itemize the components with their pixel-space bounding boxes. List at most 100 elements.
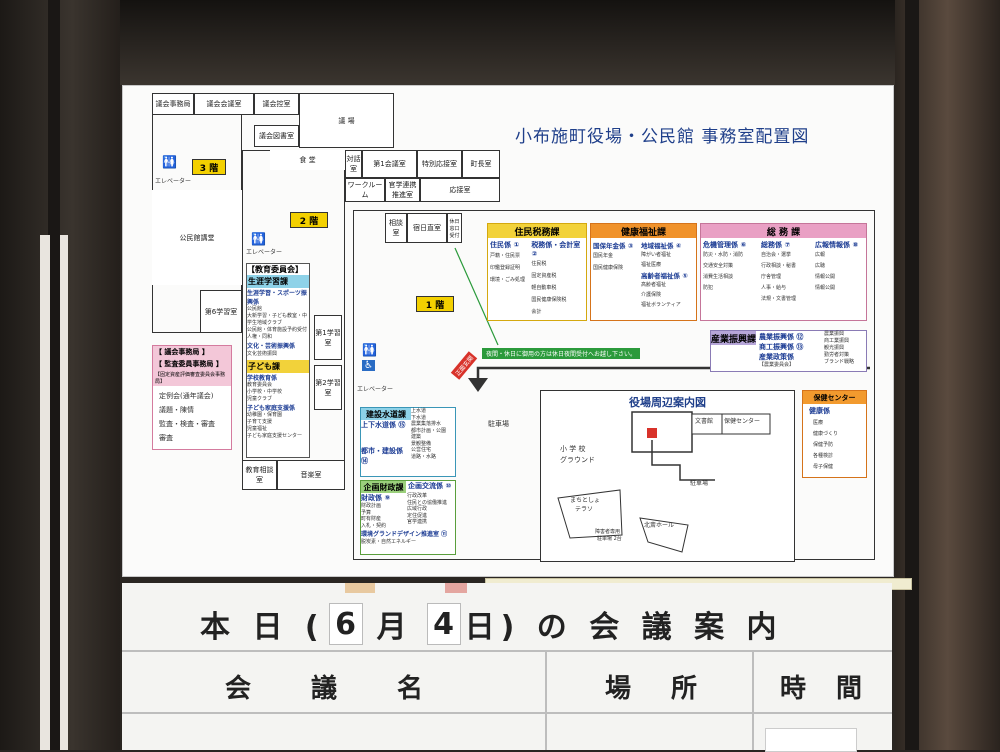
kikaku-head: 企画財政課 — [361, 481, 406, 493]
gakko-kyoiku-sub: 学校教育係 — [247, 375, 278, 382]
room-ongaku: 音楽室 — [277, 460, 345, 490]
dept-jumin-zeimu: 住民税務課 住民係 ① 戸籍・住民票 印鑑登録証明 環境・ごみ処理 税務係・会計… — [487, 223, 587, 321]
shogai-item: 公民館 — [247, 306, 263, 312]
toshi-item: 公営住宅 — [411, 447, 432, 453]
suido-item: 下水道 — [411, 414, 427, 421]
table-col-divider-1 — [545, 650, 547, 750]
kikaku-item: 官学連携 — [407, 519, 428, 525]
shogai-gakushu-sub: 生涯学習・スポーツ振興係 — [247, 290, 307, 306]
elevator-3f: エレベーター — [155, 178, 192, 185]
sangyo-col1: 農業振興係 ⑫ — [759, 333, 804, 341]
sangyo-head: 産業振興課 — [711, 331, 756, 345]
hoken-item: 各種検診 — [813, 453, 834, 459]
koreisha-item: 福祉ボランティア — [641, 302, 681, 308]
kodomo-item: 児童福祉 — [247, 426, 268, 432]
map-label-handicap-parking: 駐車場 2台 — [597, 536, 622, 542]
koreisha-item: 高齢者福祉 — [641, 282, 667, 288]
map-label-parking: 駐車場 — [690, 480, 709, 487]
map-here-marker — [647, 428, 657, 438]
kiki-item: 消費生活相談 — [703, 274, 734, 280]
room-tokubetsu-osetsu: 特別応接室 — [417, 150, 462, 178]
gikai-head2: 【 監査委員事務局 】 — [153, 358, 231, 370]
room-gakushu-1: 第1学習室 — [314, 315, 342, 360]
zeimu-item: 住民税 — [531, 261, 547, 267]
meeting-title-mid: 月 — [376, 610, 413, 645]
col-header-place: 場所 — [605, 674, 738, 704]
map-route — [651, 440, 715, 481]
map-label-ground: グラウンド — [560, 456, 595, 464]
kodomo-item: 子育て支援 — [247, 419, 273, 425]
kodomo-katei-sub: 子ども家庭支援係 — [247, 405, 296, 412]
kikaku-item: 住民との協働推進 — [407, 499, 447, 506]
hoken-item: 健康づくり — [813, 431, 839, 437]
green-arrow — [454, 247, 499, 346]
koho-item: 広報 — [815, 252, 826, 258]
koreisha-item: 介護保険 — [641, 292, 662, 298]
kodomo-head: 子ども課 — [247, 360, 309, 373]
kenko-col2: 地域福祉係 ④ — [641, 242, 682, 250]
kenko-head: 健康福祉課 — [591, 224, 696, 238]
room-kyujitsu-madoguchi: 休日窓口受付 — [447, 213, 462, 243]
kyoiku-iinkai-box: 【教育委員会】 生涯学習課 生涯学習・スポーツ振興係 公民館 大新学習・子ども教… — [246, 263, 310, 458]
floor3-tag: 3 階 — [192, 159, 226, 175]
map-yakuba — [631, 411, 693, 453]
zaisei-item: 予算 — [361, 509, 372, 516]
toshi-item: 道路・水路 — [411, 453, 437, 460]
map-label-bunshokan: 文書館 — [695, 418, 714, 425]
hoken-center-box: 保健センター 健康係 医療 健康づくり 保健予防 各種検診 母子保健 — [802, 390, 867, 478]
zaisei-item: 入札・契約 — [361, 522, 387, 529]
entrance-arrowhead — [468, 378, 488, 392]
gikai-item: 定例会(通年議会) — [159, 392, 214, 400]
restroom-icon: 🚻 — [362, 343, 377, 357]
jumin-col2: 税務係・会計室 ② — [531, 241, 581, 258]
somu-item: 自治会・選挙 — [761, 252, 792, 258]
dept-kenko-fukushi: 健康福祉課 国保年金係 ③ 国民年金 国民健康保険 地域福祉係 ④ 障がい者福祉… — [590, 223, 697, 321]
bunka-geijutsu-sub: 文化・芸術振興係 — [247, 343, 296, 350]
gakko-item: 児童クラブ — [247, 396, 273, 402]
day-card: 4 — [426, 603, 461, 645]
zeimu-item: 国民健康保険税 — [531, 297, 567, 303]
room-kangaku: 官学連携推進室 — [385, 178, 420, 202]
kankyo-item: 脱炭素・自然エネルギー — [361, 539, 417, 545]
meeting-title-pre: 本 日 ( — [200, 610, 325, 645]
room-gakushu-2: 第2学習室 — [314, 365, 342, 410]
kikaku-item: 行政改革 — [407, 493, 428, 499]
kikaku-sec3: 環境グランドデザイン推進室 ⑪ — [361, 531, 448, 538]
somu-item: 行政相談・秘書 — [761, 263, 797, 269]
toshi-item: 建築 — [411, 434, 422, 440]
suido-item: 上水道 — [411, 408, 427, 414]
room-taiwashitsu: 対話室 — [345, 150, 362, 178]
restroom-icon: 🚻 — [162, 155, 177, 169]
clip-left — [345, 583, 375, 593]
room-gijo: 議 場 — [299, 93, 394, 148]
suido-item: 農業集落排水 — [411, 421, 442, 427]
somu-col2: 総務係 ⑦ — [761, 241, 791, 249]
sangyo-item: 商工業振興 — [824, 338, 850, 344]
floor2-tag: 2 階 — [290, 212, 328, 228]
dept-somu: 総 務 課 危機管理係 ⑥ 防災・水防・消防 交通安全対策 消費生活相談 防犯 … — [700, 223, 867, 321]
dept-kensetsu-suido: 建設水道課 上下水道係 ⑮ 都市・建設係 ⑭ 上水道 下水道 農業集落排水 都市… — [360, 407, 456, 477]
chiiki-item: 障がい者福祉 — [641, 252, 672, 258]
accessible-icon: ♿ — [362, 360, 375, 371]
kokuho-item: 国民健康保険 — [593, 265, 624, 271]
zeimu-item: 会計 — [531, 309, 542, 315]
parking-label: 駐車場 — [488, 420, 509, 428]
hoken-item: 保健予防 — [813, 442, 834, 448]
kiki-item: 防犯 — [703, 285, 714, 291]
map-label-terrasow: テラソ — [575, 506, 594, 513]
room-shukujitchoku: 宿日直室 — [407, 213, 447, 243]
meeting-title: 本 日 ( 6 月 4 日) の 会 議 案 内 — [200, 602, 783, 646]
gikai-item: 議題・陳情 — [159, 406, 194, 414]
zeimu-item: 固定資産税 — [531, 273, 557, 279]
map-label-school: 小 学 校 — [560, 445, 586, 453]
gikai-jimukyoku-box: 【 議会事務局 】 【 監査委員事務局 】 【固定資産評価審査委員会事務局】 定… — [152, 345, 232, 450]
zaisei-item: 財政計画 — [361, 503, 382, 509]
zeimu-item: 軽自動車税 — [531, 285, 557, 291]
shogai-item: 人権・同和 — [247, 334, 273, 340]
somu-item: 法規・文書管理 — [761, 296, 797, 302]
sangyo-item: 勤労者対策 — [824, 352, 850, 358]
table-header-line — [122, 712, 892, 714]
kensetsu-sec1: 上下水道係 ⑮ — [361, 421, 406, 429]
table-top-line — [122, 650, 892, 652]
kodomo-item: 幼稚園・保育園 — [247, 412, 283, 418]
